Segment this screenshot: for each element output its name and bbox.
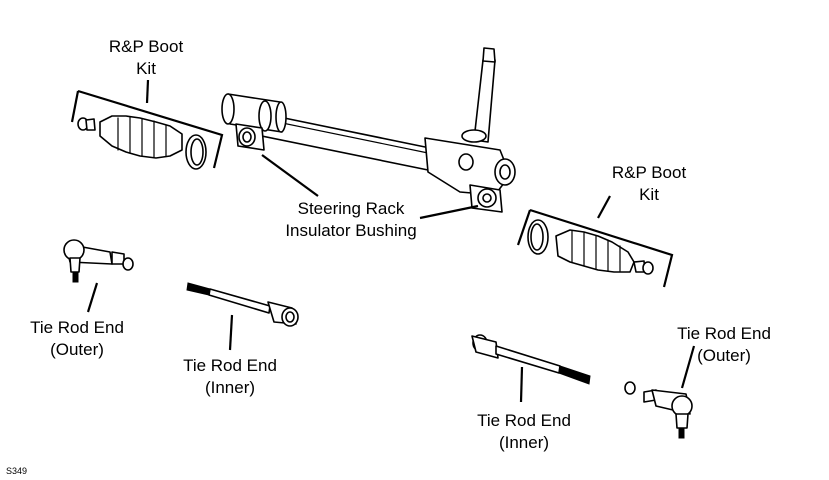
label-tie-rod-inner-right-line1: Tie Rod End [477, 411, 571, 430]
boot-kit-left-parts [70, 79, 224, 170]
label-bushing: Steering Rack Insulator Bushing [285, 198, 416, 242]
tie-rod-end-inner-left [186, 282, 299, 351]
label-boot-kit-right-line2: Kit [639, 185, 659, 204]
bushing-leaders [261, 154, 479, 220]
tie-rod-end-outer-right [624, 345, 696, 439]
label-boot-kit-left: R&P Boot Kit [109, 36, 183, 80]
label-boot-kit-right-line1: R&P Boot [611, 163, 687, 182]
label-tie-rod-outer-left-line2: (Outer) [50, 340, 104, 359]
label-tie-rod-outer-right: Tie Rod End (Outer) [677, 323, 771, 367]
label-tie-rod-outer-right-line1: Tie Rod End [677, 324, 771, 343]
tie-rod-end-inner-right [471, 334, 591, 403]
label-bushing-line2: Insulator Bushing [285, 221, 417, 240]
label-bushing-line1: Steering Rack [297, 199, 405, 218]
label-boot-kit-left-line1: R&P Boot [108, 37, 184, 56]
label-tie-rod-outer-left: Tie Rod End (Outer) [30, 317, 124, 361]
label-tie-rod-outer-right-line2: (Outer) [697, 346, 751, 365]
label-tie-rod-inner-left-line2: (Inner) [204, 378, 256, 397]
label-tie-rod-inner-left: Tie Rod End (Inner) [183, 355, 277, 399]
label-tie-rod-inner-right: Tie Rod End (Inner) [477, 410, 571, 454]
label-boot-kit-right: R&P Boot Kit [612, 162, 686, 206]
label-tie-rod-inner-right-line2: (Inner) [498, 433, 550, 452]
label-tie-rod-inner-left-line1: Tie Rod End [183, 356, 277, 375]
label-tie-rod-outer-left-line1: Tie Rod End [30, 318, 124, 337]
boot-kit-right-parts [516, 195, 674, 288]
tie-rod-end-outer-left [63, 239, 134, 313]
figure-code: S349 [6, 466, 28, 476]
label-boot-kit-left-line2: Kit [136, 59, 156, 78]
steering-rack-assembly [221, 47, 516, 213]
